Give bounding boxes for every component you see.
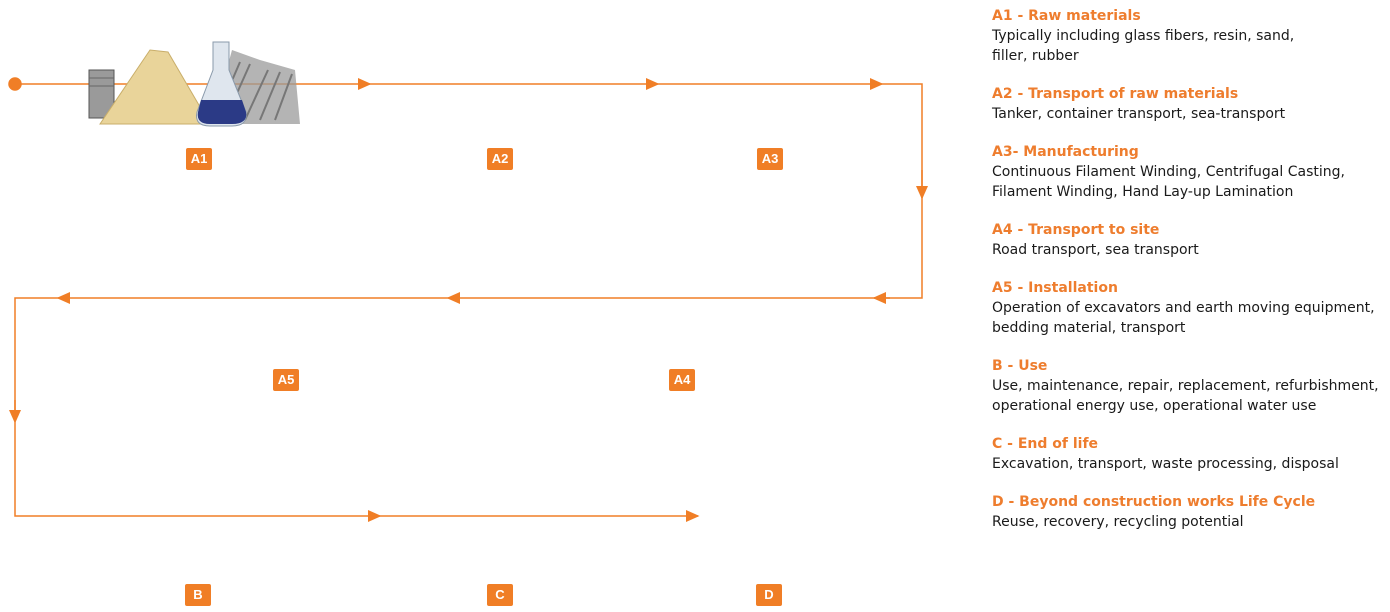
legend-item-a1: A1 - Raw materials Typically including g… — [992, 6, 1387, 66]
stage-description: Operation of excavators and earth moving… — [992, 298, 1387, 338]
stage-description: Tanker, container transport, sea-transpo… — [992, 104, 1387, 124]
badge-a3: A3 — [757, 148, 783, 170]
badge-c: C — [487, 584, 513, 606]
badge-b: B — [185, 584, 211, 606]
legend-item-a5: A5 - Installation Operation of excavator… — [992, 278, 1387, 338]
stage-description: Typically including glass fibers, resin,… — [992, 26, 1387, 66]
flow-path — [9, 78, 922, 516]
stage-description: Continuous Filament Winding, Centrifugal… — [992, 162, 1387, 202]
legend-item-b: B - Use Use, maintenance, repair, replac… — [992, 356, 1387, 416]
stage-title: A1 - Raw materials — [992, 6, 1387, 26]
stage-description: Reuse, recovery, recycling potential — [992, 512, 1387, 532]
legend-item-a4: A4 - Transport to site Road transport, s… — [992, 220, 1387, 260]
flow-svg — [0, 0, 970, 607]
stage-title: C - End of life — [992, 434, 1387, 454]
stage-description: Road transport, sea transport — [992, 240, 1387, 260]
stage-title: A2 - Transport of raw materials — [992, 84, 1387, 104]
legend-item-d: D - Beyond construction works Life Cycle… — [992, 492, 1387, 532]
badge-a5: A5 — [273, 369, 299, 391]
legend-item-a3: A3- Manufacturing Continuous Filament Wi… — [992, 142, 1387, 202]
badge-a1: A1 — [186, 148, 212, 170]
stage-legend: A1 - Raw materials Typically including g… — [992, 6, 1387, 550]
legend-item-a2: A2 - Transport of raw materials Tanker, … — [992, 84, 1387, 124]
stage-description: Use, maintenance, repair, replacement, r… — [992, 376, 1387, 416]
stage-description: Excavation, transport, waste processing,… — [992, 454, 1387, 474]
stage-title: A4 - Transport to site — [992, 220, 1387, 240]
life-cycle-diagram: A1 A2 A3 A4 A5 B C D — [0, 0, 970, 607]
stage-title: D - Beyond construction works Life Cycle — [992, 492, 1387, 512]
badge-a4: A4 — [669, 369, 695, 391]
legend-item-c: C - End of life Excavation, transport, w… — [992, 434, 1387, 474]
stage-title: A5 - Installation — [992, 278, 1387, 298]
stage-title: A3- Manufacturing — [992, 142, 1387, 162]
badge-a2: A2 — [487, 148, 513, 170]
stage-title: B - Use — [992, 356, 1387, 376]
badge-d: D — [756, 584, 782, 606]
